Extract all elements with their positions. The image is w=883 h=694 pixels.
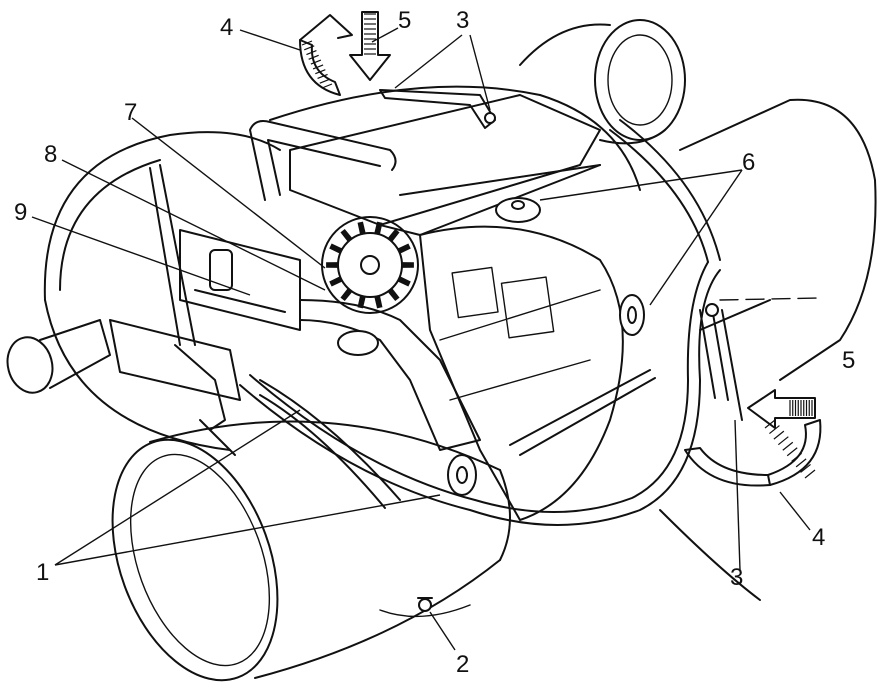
callout-4-right: 4	[812, 524, 825, 551]
arrow-hatch-line	[791, 452, 803, 462]
callout-3-top: 3	[456, 7, 469, 34]
pipe-right	[679, 98, 877, 381]
callout-1: 1	[36, 559, 49, 586]
arrow-hatch-line	[786, 447, 798, 457]
star-gear	[321, 216, 419, 314]
callout-8: 8	[44, 141, 57, 168]
gear-tooth	[387, 288, 400, 302]
callout-6: 6	[742, 149, 755, 176]
arrow-hatch-line	[310, 59, 322, 65]
carry-handle	[249, 120, 397, 201]
arrow-hatch-line	[312, 64, 324, 70]
bottom-stud	[417, 597, 433, 612]
clamp-lever-right	[699, 303, 743, 421]
arrow-hatch-line	[303, 45, 315, 51]
gear-tooth	[397, 276, 411, 287]
welding-torch	[149, 164, 236, 456]
arrow-hatch-line	[804, 469, 816, 479]
gear-tooth	[374, 221, 383, 235]
pipe-workpiece	[111, 420, 511, 682]
arrow-hatch-line	[317, 73, 328, 80]
arrow-hatch-line	[773, 430, 785, 440]
callout-2: 2	[456, 651, 469, 678]
main-housing	[289, 94, 656, 521]
gear-tooth	[329, 276, 343, 287]
gear-tooth	[357, 221, 366, 235]
gear-tooth	[329, 243, 343, 254]
leader-lines	[31, 27, 811, 651]
torch-slide	[109, 229, 481, 451]
arrow-hatch-line	[800, 463, 811, 473]
callout-labels: 4 5 3 7 8 9 6 5 4 3 1 2	[14, 7, 855, 678]
gear-tooth	[340, 228, 353, 242]
arrow-hatch-line	[769, 425, 780, 435]
rotation-arrow-4-right	[684, 419, 822, 487]
rollers	[337, 197, 645, 496]
clamp-lever-top	[379, 89, 496, 129]
callout-5-top: 5	[398, 7, 411, 34]
callout-4-top: 4	[220, 14, 233, 41]
gear-tooth	[340, 288, 353, 302]
arrow-hatch-line	[782, 441, 794, 451]
arrow-hatch-line	[777, 436, 789, 446]
gear-tooth	[397, 243, 411, 254]
gear-tooth	[387, 228, 400, 242]
arrow-hatch-line	[321, 83, 333, 89]
arrow-hatch-line	[319, 78, 331, 84]
gear-tooth	[374, 295, 383, 309]
arrow-hatch-line	[315, 69, 326, 75]
rear-motor	[519, 19, 686, 145]
callout-7: 7	[124, 99, 137, 126]
arrow-hatch-line	[764, 419, 776, 429]
orbital-ring	[43, 85, 641, 451]
arrow-hatch-line	[795, 458, 807, 468]
adjust-knob	[6, 319, 111, 394]
arrow-hatch-line	[301, 40, 313, 46]
gear-tooth	[401, 262, 414, 268]
translation-arrow-5-top	[349, 11, 391, 81]
callout-9: 9	[14, 199, 27, 226]
callout-5-right: 5	[842, 347, 855, 374]
rotation-arrow-4-top	[299, 14, 353, 96]
gear-tooth	[326, 262, 339, 268]
translation-arrow-5-right	[747, 389, 816, 429]
arrow-hatch-line	[306, 49, 317, 56]
arrow-hatch-line	[308, 54, 319, 60]
callout-3-right: 3	[730, 564, 743, 591]
cables	[239, 119, 761, 601]
